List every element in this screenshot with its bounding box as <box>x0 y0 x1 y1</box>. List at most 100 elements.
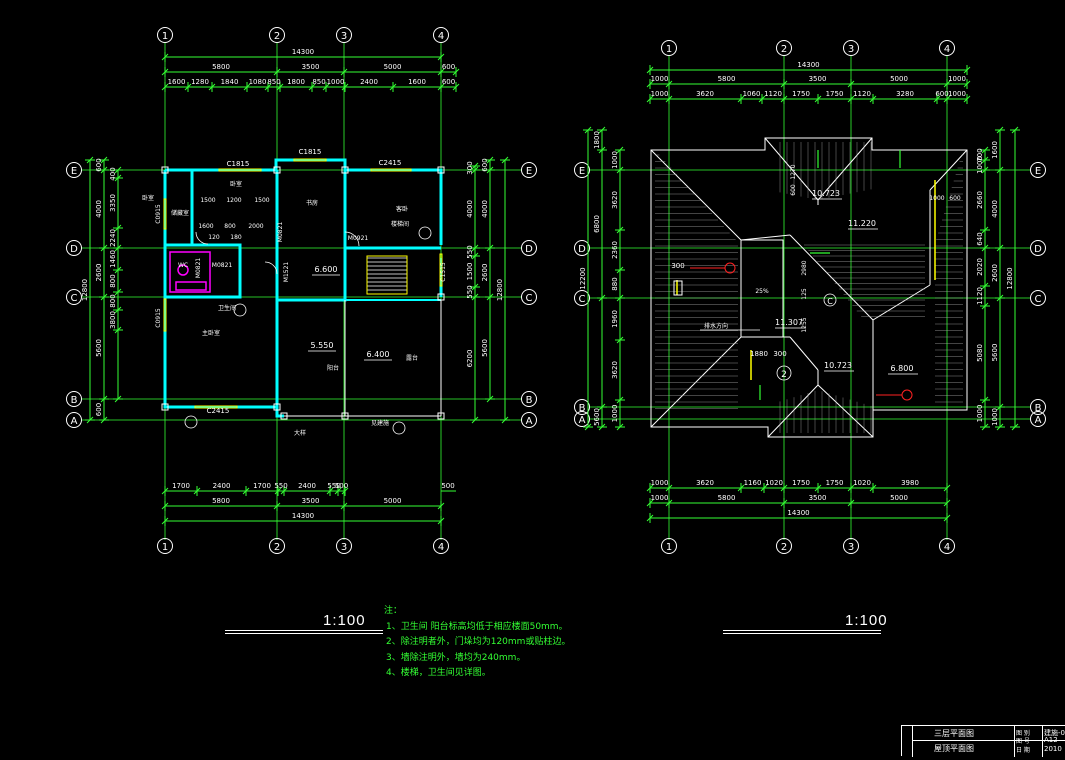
right-inner-tick <box>471 252 479 260</box>
tb-cell: 2010 <box>1044 745 1062 753</box>
top-mid-text: 5000 <box>890 75 908 83</box>
left-inner-text: 1000 <box>611 151 619 169</box>
room-label: 卫生间 <box>218 304 236 312</box>
right-outer-tick <box>486 395 494 403</box>
axis-bubble <box>336 27 352 43</box>
bottom-total-tick <box>646 514 654 522</box>
right-outer-text: 4000 <box>991 200 999 218</box>
left-outer-text: 600 <box>95 158 103 171</box>
drain-note: 排水方向 <box>704 322 728 330</box>
detail-bubble <box>392 421 406 435</box>
inner-dim: 1200 <box>226 197 241 204</box>
left-inner-tick <box>114 244 122 252</box>
top-detail-tick <box>243 83 251 91</box>
top-detail-text: 850 <box>267 78 280 86</box>
room-label: 客卧 <box>396 205 408 213</box>
bottom-mid-text: 5000 <box>384 497 402 505</box>
left-outer-tick <box>598 403 606 411</box>
left-inner-text: 1960 <box>611 310 619 328</box>
top-detail-text: 1000 <box>948 90 966 98</box>
door-arc <box>264 261 278 275</box>
bottom-mid-text: 5000 <box>890 494 908 502</box>
right-inner-tick <box>981 244 989 252</box>
roof-ridge <box>817 137 873 201</box>
inner-dim: 300 <box>671 262 684 270</box>
left-outer-text: 5600 <box>593 408 601 426</box>
right-total-tick <box>1011 126 1019 134</box>
bottom-mid-tick <box>780 499 788 507</box>
bottom-mid-text: 3500 <box>302 497 320 505</box>
left-inner-tick <box>616 396 624 404</box>
top-detail-tick <box>437 83 445 91</box>
window-c0915 <box>163 298 167 332</box>
right-inner-text: 1500 <box>466 263 474 281</box>
bottom-mid-tick <box>665 499 673 507</box>
bottom-mid-tick <box>943 499 951 507</box>
window-c1515 <box>439 253 443 287</box>
top-detail-text: 850 <box>312 78 325 86</box>
room-label: 主卧室 <box>202 329 220 337</box>
right-total-tick <box>501 416 509 424</box>
axis-label: 2 <box>781 44 787 55</box>
roof-ridge <box>817 384 874 438</box>
opening-label: C0915 <box>155 308 162 328</box>
left-inner-tick <box>114 306 122 314</box>
left-outer-text: 600 <box>95 403 103 416</box>
level-mark: 6.800 <box>891 364 914 373</box>
window-c2415 <box>370 168 412 172</box>
bottom-mid-tick <box>847 499 855 507</box>
bottom-detail-text: 1020 <box>853 479 871 487</box>
bottom-detail-tick <box>193 487 201 495</box>
top-mid-text: 3500 <box>809 75 827 83</box>
bottom-detail-tick <box>274 487 282 495</box>
detail-bubble <box>418 226 432 240</box>
left-outer-tick <box>100 416 108 424</box>
axis-label: 1 <box>162 542 168 553</box>
axis-bubble <box>521 162 537 178</box>
left-outer-text: 6800 <box>593 215 601 233</box>
top-mid-tick <box>963 80 971 88</box>
opening-label: C0915 <box>155 204 162 224</box>
axis-label: 1 <box>666 44 672 55</box>
inner-dim: 1600 <box>198 223 213 230</box>
bottom-total-text: 14300 <box>787 509 809 517</box>
left-inner-tick <box>114 266 122 274</box>
axis-label: 2 <box>274 31 280 42</box>
left-inner-text: 1460 <box>109 250 117 268</box>
axis-bubble <box>939 40 955 56</box>
roof-ridge <box>929 149 968 191</box>
bottom-mid-text: 1000 <box>651 494 669 502</box>
top-detail-tick <box>814 95 822 103</box>
top-detail-text: 1750 <box>826 90 844 98</box>
detail-bubble <box>184 415 198 429</box>
note-item: 4、楼梯，卫生间见详图。 <box>386 668 491 678</box>
right-inner-tick <box>981 146 989 154</box>
left-outer-text: 2600 <box>95 264 103 282</box>
column <box>273 166 281 174</box>
top-detail-text: 1600 <box>168 78 186 86</box>
right-inner-tick <box>981 156 989 164</box>
left-inner-text: 3620 <box>611 361 619 379</box>
axis-label: C <box>526 293 533 304</box>
tb-title-1: 三层平面图 <box>934 729 974 738</box>
design-notes: 注： 1、卫生间 阳台标高均低于相应楼面50mm。 2、除注明者外，门垛均为12… <box>384 604 570 682</box>
axis-label: E <box>71 166 77 177</box>
inner-dim: 600 <box>790 184 797 196</box>
left-inner-tick <box>616 423 624 431</box>
tb-divider <box>1014 726 1015 757</box>
right-outer-text: 1600 <box>991 141 999 159</box>
right-inner-text: 700 <box>976 148 984 161</box>
bottom-detail-tick <box>646 484 654 492</box>
room-label: 卧室 <box>230 180 242 188</box>
left-inner-text: 800 <box>109 294 117 307</box>
left-inner-tick <box>114 288 122 296</box>
top-detail-text: 1120 <box>764 90 782 98</box>
bottom-detail-text: 500 <box>335 482 348 490</box>
bottom-mid-tick <box>646 499 654 507</box>
left-inner-tick <box>114 326 122 334</box>
top-mid-text: 5800 <box>212 63 230 71</box>
left-inner-text: 3350 <box>109 194 117 212</box>
